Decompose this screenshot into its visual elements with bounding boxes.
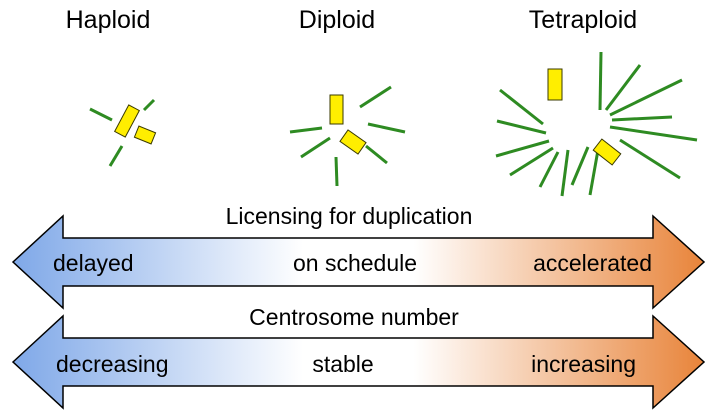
diploid-centrosome <box>289 85 406 187</box>
microtubule <box>609 78 683 117</box>
microtubule <box>604 64 642 111</box>
tetraploid-label: Tetraploid <box>529 6 637 34</box>
tetraploid-centrosome <box>495 51 698 197</box>
diploid-label: Diploid <box>299 6 375 34</box>
microtubule <box>89 107 113 122</box>
microtubule <box>598 51 603 111</box>
centriole <box>547 68 563 101</box>
centrosome-right-label: increasing <box>531 351 636 377</box>
tetraploid-centrioles <box>547 68 622 166</box>
licensing-center-label: on schedule <box>293 250 417 276</box>
microtubule <box>495 139 550 158</box>
licensing-right-label: accelerated <box>533 250 652 276</box>
centrosome-center-label: stable <box>312 351 373 377</box>
haploid-centrosome <box>89 98 156 167</box>
microtubule <box>611 115 673 122</box>
licensing-arrow <box>11 214 706 310</box>
microtubule <box>560 149 570 197</box>
licensing-left-label: delayed <box>53 250 134 276</box>
microtubule <box>334 156 339 187</box>
centriole <box>339 129 367 155</box>
microtubule <box>499 88 544 126</box>
microtubule <box>108 145 124 167</box>
microtubule <box>609 125 698 142</box>
centriole <box>592 138 622 166</box>
microtubule <box>365 144 388 165</box>
centriole <box>113 104 141 138</box>
centrosome-left-label: decreasing <box>56 351 169 377</box>
centriole <box>329 94 344 125</box>
microtubule <box>300 136 331 159</box>
centrosome-arrow <box>11 314 706 410</box>
haploid-label: Haploid <box>66 6 151 34</box>
microtubule <box>496 119 547 135</box>
centriole <box>133 125 157 145</box>
microtubule <box>142 98 156 112</box>
microtubule <box>588 149 600 196</box>
microtubule <box>619 138 681 180</box>
microtubule <box>367 122 406 134</box>
microtubule <box>359 85 392 109</box>
microtubule <box>509 146 554 177</box>
diploid-centrioles <box>329 94 367 155</box>
centrosome-title: Centrosome number <box>249 304 459 330</box>
licensing-title: Licensing for duplication <box>226 203 473 229</box>
microtubule <box>538 151 560 188</box>
haploid-centrioles <box>113 104 157 145</box>
microtubule <box>570 146 590 186</box>
microtubule <box>289 126 323 134</box>
